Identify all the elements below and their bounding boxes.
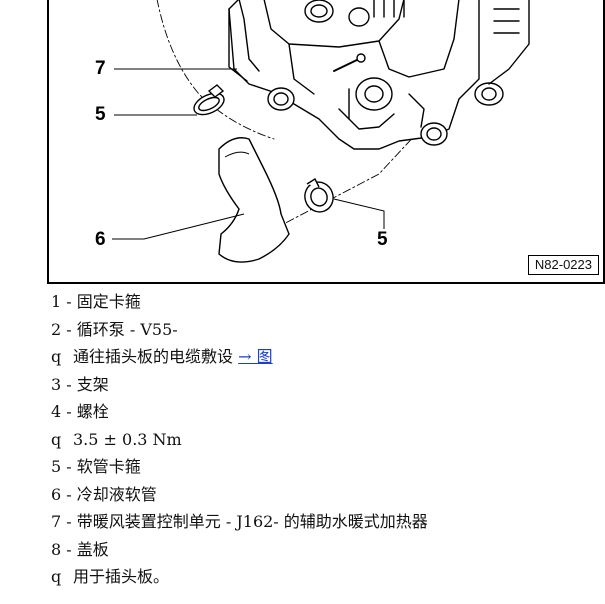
callout-5-lower: 5 [377,229,388,250]
legend-item: 3 - 支架 [51,374,109,394]
callout-6: 6 [95,229,106,250]
callout-7: 7 [95,58,106,79]
legend-item: 8 - 盖板 [51,539,109,559]
legend-item: 5 - 软管卡箍 [51,457,141,476]
exploded-view-figure: 7 5 6 5 N82-0223 [47,0,605,284]
callout-5-upper: 5 [95,104,106,125]
figure-link[interactable]: → 图 [238,347,273,366]
legend-item: 6 - 冷却液软管 [51,484,157,504]
legend-item: 7 - 带暖风装置控制单元 - J162- 的辅助水暖式加热器 [51,512,428,531]
legend-item: 4 - 螺栓 [51,402,109,421]
figure-code: N82-0223 [527,255,599,275]
legend-item: 2 - 循环泵 - V55- [51,319,178,339]
legend-item: 1 - 固定卡箍 [51,292,141,311]
heater-assembly-drawing [112,0,530,263]
